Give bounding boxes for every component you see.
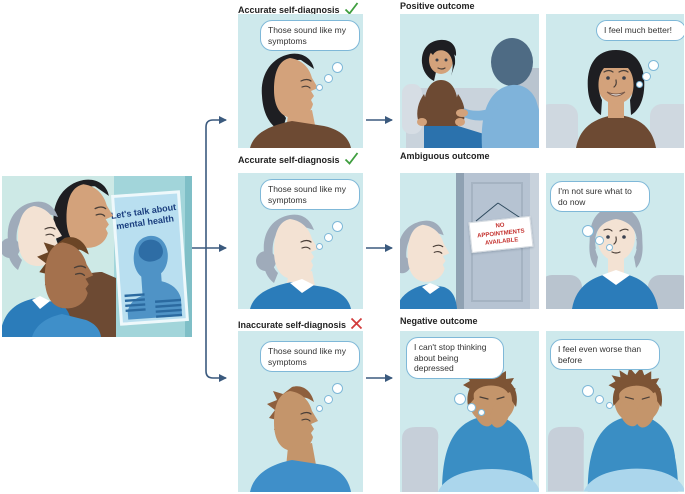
bubble-dot [606,402,613,409]
thought-bubble: Those sound like my symptoms [260,341,360,373]
bubble-dot [454,393,466,405]
check-icon [344,2,358,15]
couch-arm [547,426,585,492]
arrow-to-row1 [205,116,227,248]
bubble-dot [332,383,343,394]
bubble-dot [324,233,333,242]
bubble-dot [316,405,323,412]
row1-diagnosis-label: Accurate self-diagnosis [238,5,340,15]
row1-outcome-header: Positive outcome [400,2,475,11]
intro-illustration: Let's talk about mental health [2,176,192,337]
person-older-woman [400,220,450,282]
arrow-to-row3 [205,248,227,382]
panel-r1-therapy-session [400,14,539,148]
bubble-dot [478,409,485,416]
bubble-dot [595,395,604,404]
patient [417,39,489,148]
row3-diagnosis-header: Inaccurate self-diagnosis [238,317,363,330]
row3-outcome-header: Negative outcome [400,317,478,326]
panel-r2-no-appointments: NO APPOINTMENTS AVAILABLE [400,173,539,309]
bubble-dot [582,225,594,237]
woman-profile-illustration [250,53,351,148]
thought-bubble: I can't stop thinking about being depres… [406,337,504,379]
panel-r2-ambiguous-result: I'm not sure what to do now [546,173,684,309]
poster-text-lines [124,293,183,318]
bubble-dot [606,244,613,251]
older-woman-profile-illustration [250,214,351,309]
panel-r3-rumination: I can't stop thinking about being depres… [400,331,539,492]
bubble-dot [595,236,604,245]
bubble-dot [332,62,343,73]
row2-diagnosis-label: Accurate self-diagnosis [238,155,340,165]
bubble-dot [582,385,594,397]
bubble-dot [316,84,323,91]
person-young-man [37,237,94,309]
panel-intro-poster-scene: Let's talk about mental health [2,176,192,337]
thought-bubble: Those sound like my symptoms [260,20,360,52]
therapy-illustration [402,38,539,148]
blanket [438,469,539,492]
row2-outcome-label: Ambiguous outcome [400,151,490,161]
row3-diagnosis-label: Inaccurate self-diagnosis [238,320,347,330]
thought-bubble: I feel even worse than before [550,339,660,371]
couch-arm [402,427,439,492]
bubble-dot [332,221,343,232]
mental-health-poster: Let's talk about mental health [110,190,189,326]
thought-bubble: I'm not sure what to do now [550,181,650,213]
young-man-profile-illustration [250,386,351,492]
blanket [583,468,684,492]
row1-diagnosis-header: Accurate self-diagnosis [238,2,359,15]
crying-man-illustration [402,367,539,492]
bubble-dot [316,243,323,250]
row2-outcome-header: Ambiguous outcome [400,152,490,161]
bubble-dot [636,81,643,88]
panel-r1-positive-result: I feel much better! [546,14,684,148]
panel-r2-self-diagnosis: Those sound like my symptoms [238,173,363,309]
thought-bubble: I feel much better! [596,20,684,41]
bubble-dot [642,72,651,81]
bubble-dot [324,74,333,83]
cross-icon [350,317,363,330]
check-icon [344,152,358,165]
happy-woman-illustration [546,50,684,148]
hands-over-face [619,399,655,428]
panel-r1-self-diagnosis: Those sound like my symptoms [238,14,363,148]
thought-bubble: Those sound like my symptoms [260,179,360,211]
row2-diagnosis-header: Accurate self-diagnosis [238,152,359,165]
panel-r3-negative-result: I feel even worse than before [546,331,684,492]
therapist [456,38,539,148]
bubble-dot [648,60,659,71]
crying-man-illustration [547,367,684,492]
panel-r3-self-diagnosis: Those sound like my symptoms [238,331,363,492]
row3-outcome-label: Negative outcome [400,316,478,326]
bubble-dot [467,403,476,412]
row1-outcome-label: Positive outcome [400,1,475,11]
no-appointments-sign: NO APPOINTMENTS AVAILABLE [468,215,534,254]
bubble-dot [324,395,333,404]
door-frame [456,173,464,309]
